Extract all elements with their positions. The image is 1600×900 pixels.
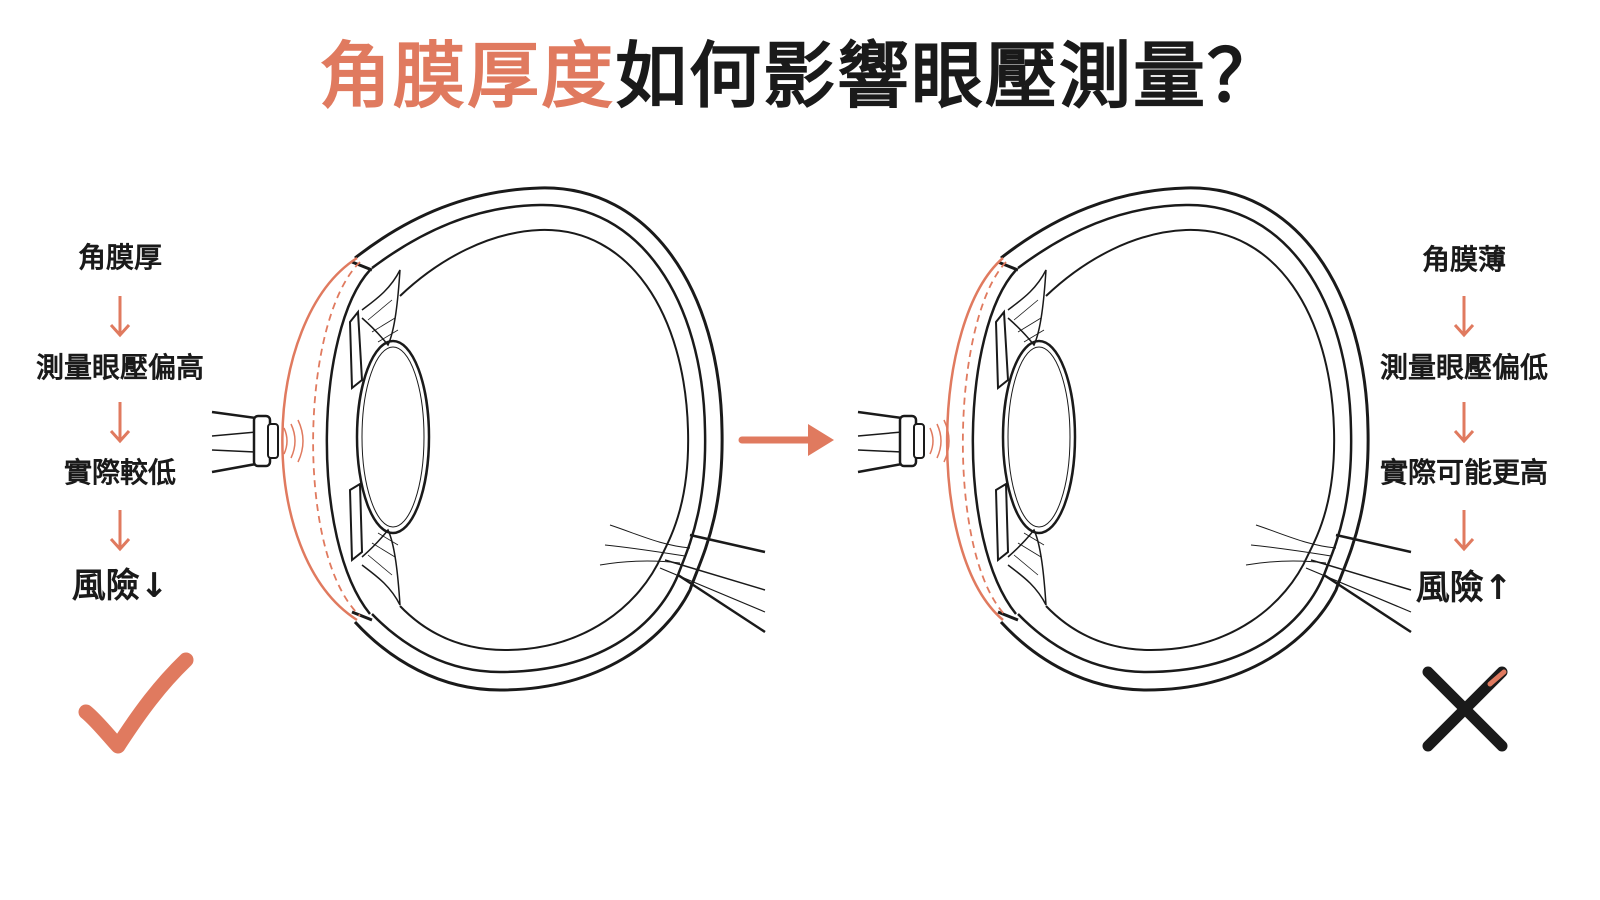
eye-diagram-thin-cornea [857, 186, 1413, 692]
cross-icon [1422, 666, 1508, 752]
cornea-outer-surface [945, 257, 1004, 621]
cornea-inner-dashed [312, 261, 361, 617]
title-accent: 角膜厚度 [318, 34, 615, 118]
left-step-2: 測量眼壓偏高 [35, 351, 204, 384]
cornea-outer-surface [281, 256, 358, 622]
left-step-3: 實際較低 [63, 456, 176, 489]
arrow-down-icon [109, 510, 131, 552]
cornea-inner-dashed [961, 261, 1007, 617]
arrow-down-icon [1453, 296, 1475, 338]
tonometer-probe-icon [857, 410, 950, 474]
arrow-down-icon [1453, 510, 1475, 552]
right-step-1: 角膜薄 [1421, 243, 1506, 276]
title-rest: 如何影響眼壓測量？ [615, 34, 1282, 118]
tonometer-probe-icon [211, 410, 304, 474]
check-icon [78, 652, 194, 754]
right-step-2: 測量眼壓偏低 [1379, 351, 1548, 384]
arrow-down-icon [1453, 402, 1475, 444]
left-step-1: 角膜厚 [77, 241, 162, 274]
right-step-4: 風險↑ [1415, 568, 1513, 608]
arrow-down-icon [109, 402, 131, 444]
arrow-down-icon [109, 296, 131, 338]
left-step-4: 風險↓ [71, 566, 169, 606]
eye-diagram-thick-cornea [211, 186, 767, 692]
page-title: 角膜厚度如何影響眼壓測量？ [0, 28, 1600, 124]
right-step-3: 實際可能更高 [1379, 456, 1548, 489]
arrow-right-icon [738, 424, 834, 456]
